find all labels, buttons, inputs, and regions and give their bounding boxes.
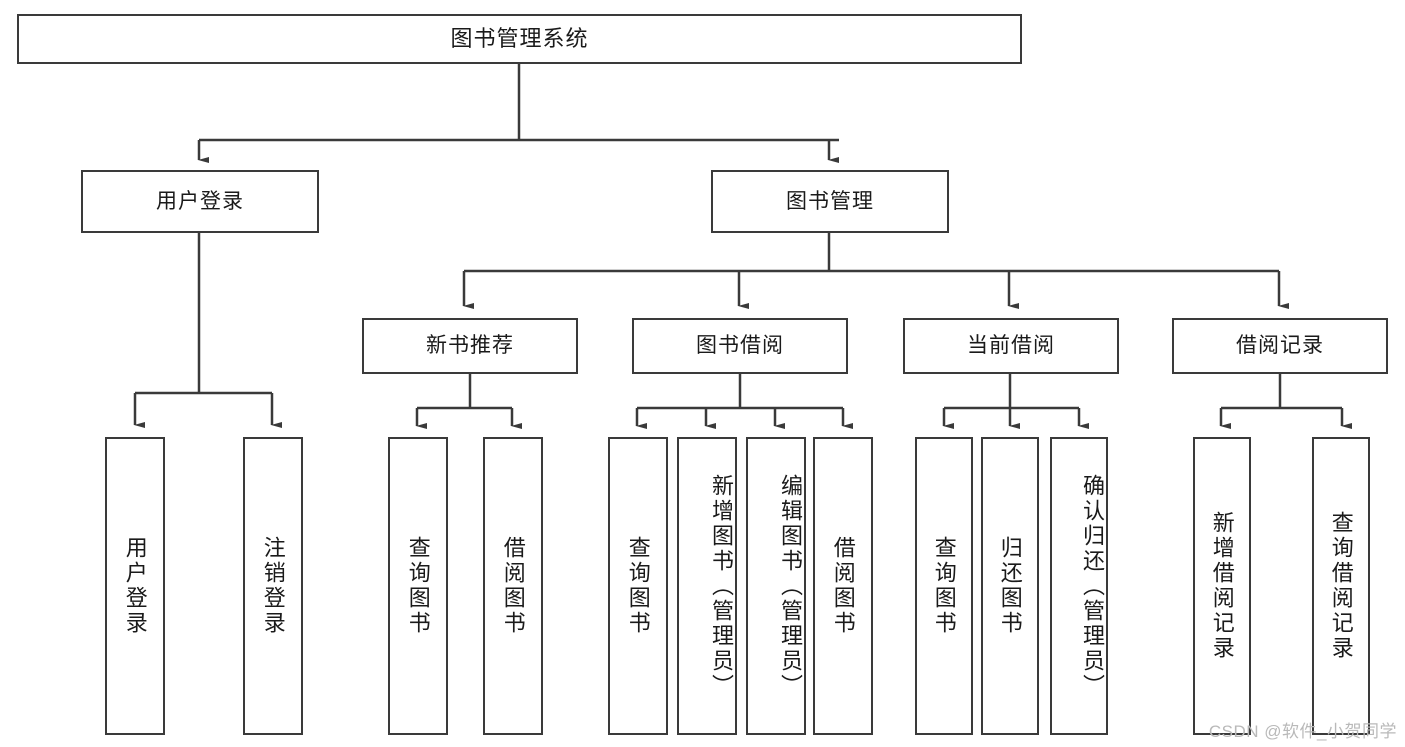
- node-label: 查询图书: [931, 536, 957, 636]
- node-label: 用户登录: [156, 189, 244, 213]
- node-label: 确认归还（管理员）: [1080, 473, 1105, 699]
- node-borrow-record[interactable]: 借阅记录: [1172, 318, 1388, 374]
- node-user-login[interactable]: 用户登录: [81, 170, 319, 233]
- node-label: 图书借阅: [696, 334, 784, 358]
- node-label: 借阅图书: [500, 536, 526, 636]
- node-label: 归还图书: [997, 536, 1023, 636]
- leaf-borrow-book-recommend[interactable]: 借阅图书: [483, 437, 543, 735]
- node-label: 借阅记录: [1236, 334, 1324, 358]
- leaf-query-book-recommend[interactable]: 查询图书: [388, 437, 448, 735]
- node-root-system[interactable]: 图书管理系统: [17, 14, 1022, 64]
- node-label: 查询图书: [405, 536, 431, 636]
- node-label: 图书管理系统: [450, 25, 589, 51]
- node-label: 图书管理: [786, 189, 874, 213]
- leaf-query-book-borrow[interactable]: 查询图书: [608, 437, 668, 735]
- node-book-manage[interactable]: 图书管理: [711, 170, 949, 233]
- node-label: 新书推荐: [426, 334, 514, 358]
- leaf-borrow-book[interactable]: 借阅图书: [813, 437, 873, 735]
- csdn-watermark: CSDN @软件_小贺同学: [1208, 722, 1397, 741]
- node-label: 用户登录: [122, 536, 148, 636]
- leaf-add-borrow-record[interactable]: 新增借阅记录: [1193, 437, 1251, 735]
- node-label: 新增图书（管理员）: [709, 473, 734, 699]
- leaf-query-book-current[interactable]: 查询图书: [915, 437, 973, 735]
- leaf-query-borrow-record[interactable]: 查询借阅记录: [1312, 437, 1370, 735]
- leaf-add-book[interactable]: 新增图书（管理员）: [677, 437, 737, 735]
- leaf-return-book[interactable]: 归还图书: [981, 437, 1039, 735]
- node-label: 查询借阅记录: [1328, 511, 1354, 661]
- node-current-borrow[interactable]: 当前借阅: [903, 318, 1119, 374]
- node-label: 注销登录: [260, 536, 286, 636]
- node-new-book-recommend[interactable]: 新书推荐: [362, 318, 578, 374]
- leaf-logout-login[interactable]: 注销登录: [243, 437, 303, 735]
- node-book-borrow[interactable]: 图书借阅: [632, 318, 848, 374]
- leaf-user-login[interactable]: 用户登录: [105, 437, 165, 735]
- node-label: 新增借阅记录: [1209, 511, 1235, 661]
- leaf-confirm-return[interactable]: 确认归还（管理员）: [1050, 437, 1108, 735]
- node-label: 编辑图书（管理员）: [778, 473, 803, 699]
- node-label: 查询图书: [625, 536, 651, 636]
- node-label: 当前借阅: [967, 334, 1055, 358]
- leaf-edit-book[interactable]: 编辑图书（管理员）: [746, 437, 806, 735]
- node-label: 借阅图书: [830, 536, 856, 636]
